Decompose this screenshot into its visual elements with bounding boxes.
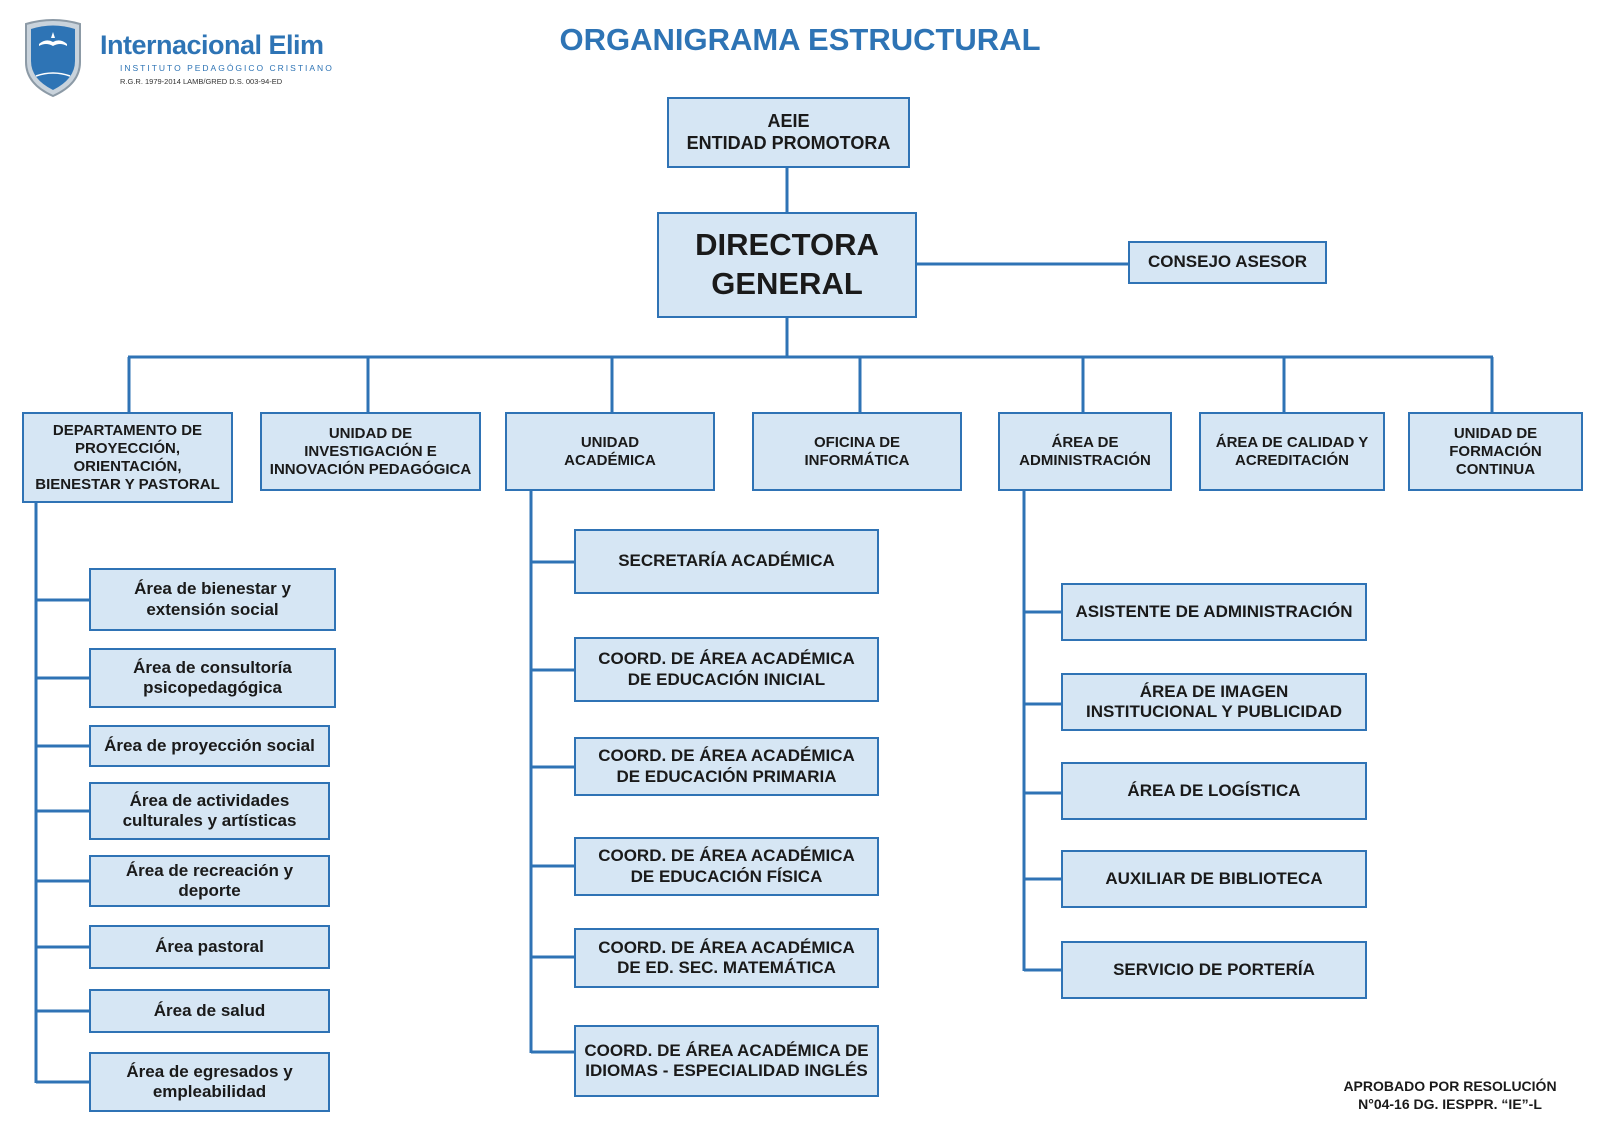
academica-area-box: COORD. DE ÁREA ACADÉMICA DE EDUCACIÓN IN… — [574, 637, 879, 702]
proyeccion-area-box: Área de proyección social — [89, 725, 330, 767]
proyeccion-area-box: Área de bienestar y extensión social — [89, 568, 336, 631]
proyeccion-area-box: Área pastoral — [89, 925, 330, 969]
administracion-area-box: AUXILIAR DE BIBLIOTECA — [1061, 850, 1367, 908]
administracion-area-box: ASISTENTE DE ADMINISTRACIÓN — [1061, 583, 1367, 641]
approval-note: APROBADO POR RESOLUCIÓN N°04-16 DG. IESP… — [1343, 1078, 1557, 1112]
proyeccion-area-box: Área de salud — [89, 989, 330, 1033]
unit-box-formacion: UNIDAD DE FORMACIÓN CONTINUA — [1408, 412, 1583, 491]
proyeccion-area-box: Área de consultoría psicopedagógica — [89, 648, 336, 708]
administracion-area-box: ÁREA DE IMAGEN INSTITUCIONAL Y PUBLICIDA… — [1061, 673, 1367, 731]
unit-box-academica: UNIDAD ACADÉMICA — [505, 412, 715, 491]
page-title: ORGANIGRAMA ESTRUCTURAL — [559, 22, 1041, 57]
institution-logo: Internacional Elim INSTITUTO PEDAGÓGICO … — [22, 18, 342, 100]
administracion-area-box: SERVICIO DE PORTERÍA — [1061, 941, 1367, 999]
logo-registration: R.G.R. 1979-2014 LAMB/GRED D.S. 003-94-E… — [120, 77, 283, 86]
unit-box-proyeccion: DEPARTAMENTO DE PROYECCIÓN, ORIENTACIÓN,… — [22, 412, 233, 503]
logo-name: Internacional Elim — [100, 30, 324, 60]
unit-box-informatica: OFICINA DE INFORMÁTICA — [752, 412, 962, 491]
proyeccion-area-box: Área de recreación y deporte — [89, 855, 330, 907]
unit-box-administracion: ÁREA DE ADMINISTRACIÓN — [998, 412, 1172, 491]
academica-area-box: COORD. DE ÁREA ACADÉMICA DE EDUCACIÓN PR… — [574, 737, 879, 796]
academica-area-box: SECRETARÍA ACADÉMICA — [574, 529, 879, 594]
academica-area-box: COORD. DE ÁREA ACADÉMICA DE EDUCACIÓN FÍ… — [574, 837, 879, 896]
unit-box-investigacion: UNIDAD DE INVESTIGACIÓN E INNOVACIÓN PED… — [260, 412, 481, 491]
administracion-area-box: ÁREA DE LOGÍSTICA — [1061, 762, 1367, 820]
logo-subtitle: INSTITUTO PEDAGÓGICO CRISTIANO — [120, 63, 334, 73]
consejo-asesor-box: CONSEJO ASESOR — [1128, 241, 1327, 284]
unit-box-calidad: ÁREA DE CALIDAD Y ACREDITACIÓN — [1199, 412, 1385, 491]
academica-area-box: COORD. DE ÁREA ACADÉMICA DE IDIOMAS - ES… — [574, 1025, 879, 1097]
shield-logo-icon — [25, 19, 81, 98]
entidad-promotora-box: AEIE ENTIDAD PROMOTORA — [667, 97, 910, 168]
proyeccion-area-box: Área de actividades culturales y artísti… — [89, 782, 330, 840]
directora-general-box: DIRECTORA GENERAL — [657, 212, 917, 318]
proyeccion-area-box: Área de egresados y empleabilidad — [89, 1052, 330, 1112]
academica-area-box: COORD. DE ÁREA ACADÉMICA DE ED. SEC. MAT… — [574, 928, 879, 988]
